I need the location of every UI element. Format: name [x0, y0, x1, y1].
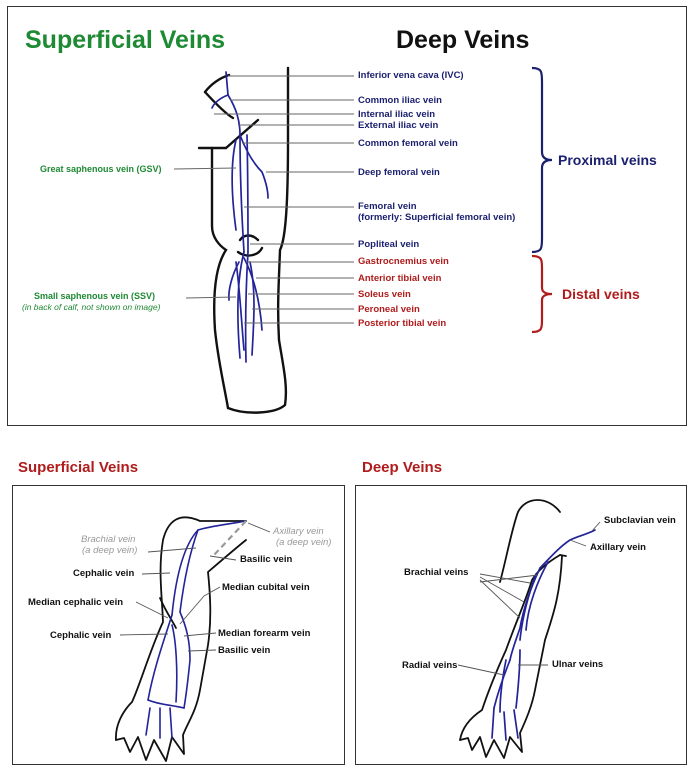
label-peroneal: Peroneal vein	[358, 304, 420, 315]
arm-superficial-title: Superficial Veins	[18, 459, 139, 476]
superficial-arm-axillary-dash	[213, 520, 247, 556]
label-axillary-deep: Axillary vein	[590, 542, 646, 553]
superficial-arm-veins	[145, 520, 247, 739]
label-basilic-lower: Basilic vein	[218, 645, 271, 656]
label-soleus: Soleus vein	[358, 289, 411, 300]
arm-deep-panel	[355, 485, 687, 765]
label-ivc: Inferior vena cava (IVC)	[358, 70, 464, 81]
label-ssv: Small saphenous vein (SSV)	[34, 291, 156, 301]
label-median-cubital: Median cubital vein	[222, 582, 310, 593]
label-common-femoral: Common femoral vein	[358, 138, 458, 149]
label-radial-deep: Radial veins	[402, 660, 458, 671]
label-posterior-tibial: Posterior tibial vein	[358, 318, 447, 329]
leg-leader-lines	[173, 75, 354, 324]
label-anterior-tibial: Anterior tibial vein	[358, 273, 442, 284]
label-basilic-upper: Basilic vein	[240, 554, 293, 565]
label-common-iliac: Common iliac vein	[358, 95, 442, 106]
distal-veins-label: Distal veins	[562, 286, 640, 302]
label-axillary-superficial: Axillary vein	[273, 526, 324, 537]
distal-brace	[531, 254, 553, 334]
label-median-forearm: Median forearm vein	[218, 628, 311, 639]
arm-deep-title: Deep Veins	[362, 459, 443, 476]
label-median-cephalic: Median cephalic vein	[28, 597, 124, 608]
label-gastrocnemius: Gastrocnemius vein	[358, 256, 449, 267]
label-external-iliac: External iliac vein	[358, 120, 439, 131]
deep-arm-outline	[459, 499, 567, 759]
label-deep-femoral: Deep femoral vein	[358, 167, 440, 178]
label-brachial-deep: Brachial veins	[404, 567, 469, 578]
label-brachial-note: (a deep vein)	[82, 545, 138, 556]
label-ssv-note: (in back of calf, not shown on image)	[22, 302, 161, 312]
label-popliteal: Popliteal vein	[358, 239, 420, 250]
arm-superficial-panel	[12, 485, 345, 765]
label-cephalic-lower: Cephalic vein	[50, 630, 112, 641]
label-subclavian: Subclavian vein	[604, 515, 676, 526]
label-axillary-note: (a deep vein)	[276, 537, 332, 548]
deep-arm-veins	[491, 529, 596, 741]
proximal-veins-label: Proximal veins	[558, 152, 657, 168]
label-brachial-superficial: Brachial vein	[81, 534, 136, 545]
leg-superficial-title: Superficial Veins	[25, 26, 226, 54]
proximal-brace	[531, 66, 553, 254]
leg-deep-title: Deep Veins	[396, 26, 530, 54]
label-internal-iliac: Internal iliac vein	[358, 109, 436, 120]
deep-arm-leaders	[457, 521, 601, 676]
label-cephalic-upper: Cephalic vein	[73, 568, 135, 579]
label-femoral: Femoral vein	[358, 201, 417, 212]
label-gsv: Great saphenous vein (GSV)	[40, 164, 162, 174]
leg-veins	[211, 71, 269, 363]
superficial-arm-outline	[115, 516, 247, 762]
superficial-arm-leaders	[119, 522, 271, 652]
label-femoral-note: (formerly: Superficial femoral vein)	[358, 212, 516, 223]
label-ulnar-deep: Ulnar veins	[552, 659, 604, 670]
